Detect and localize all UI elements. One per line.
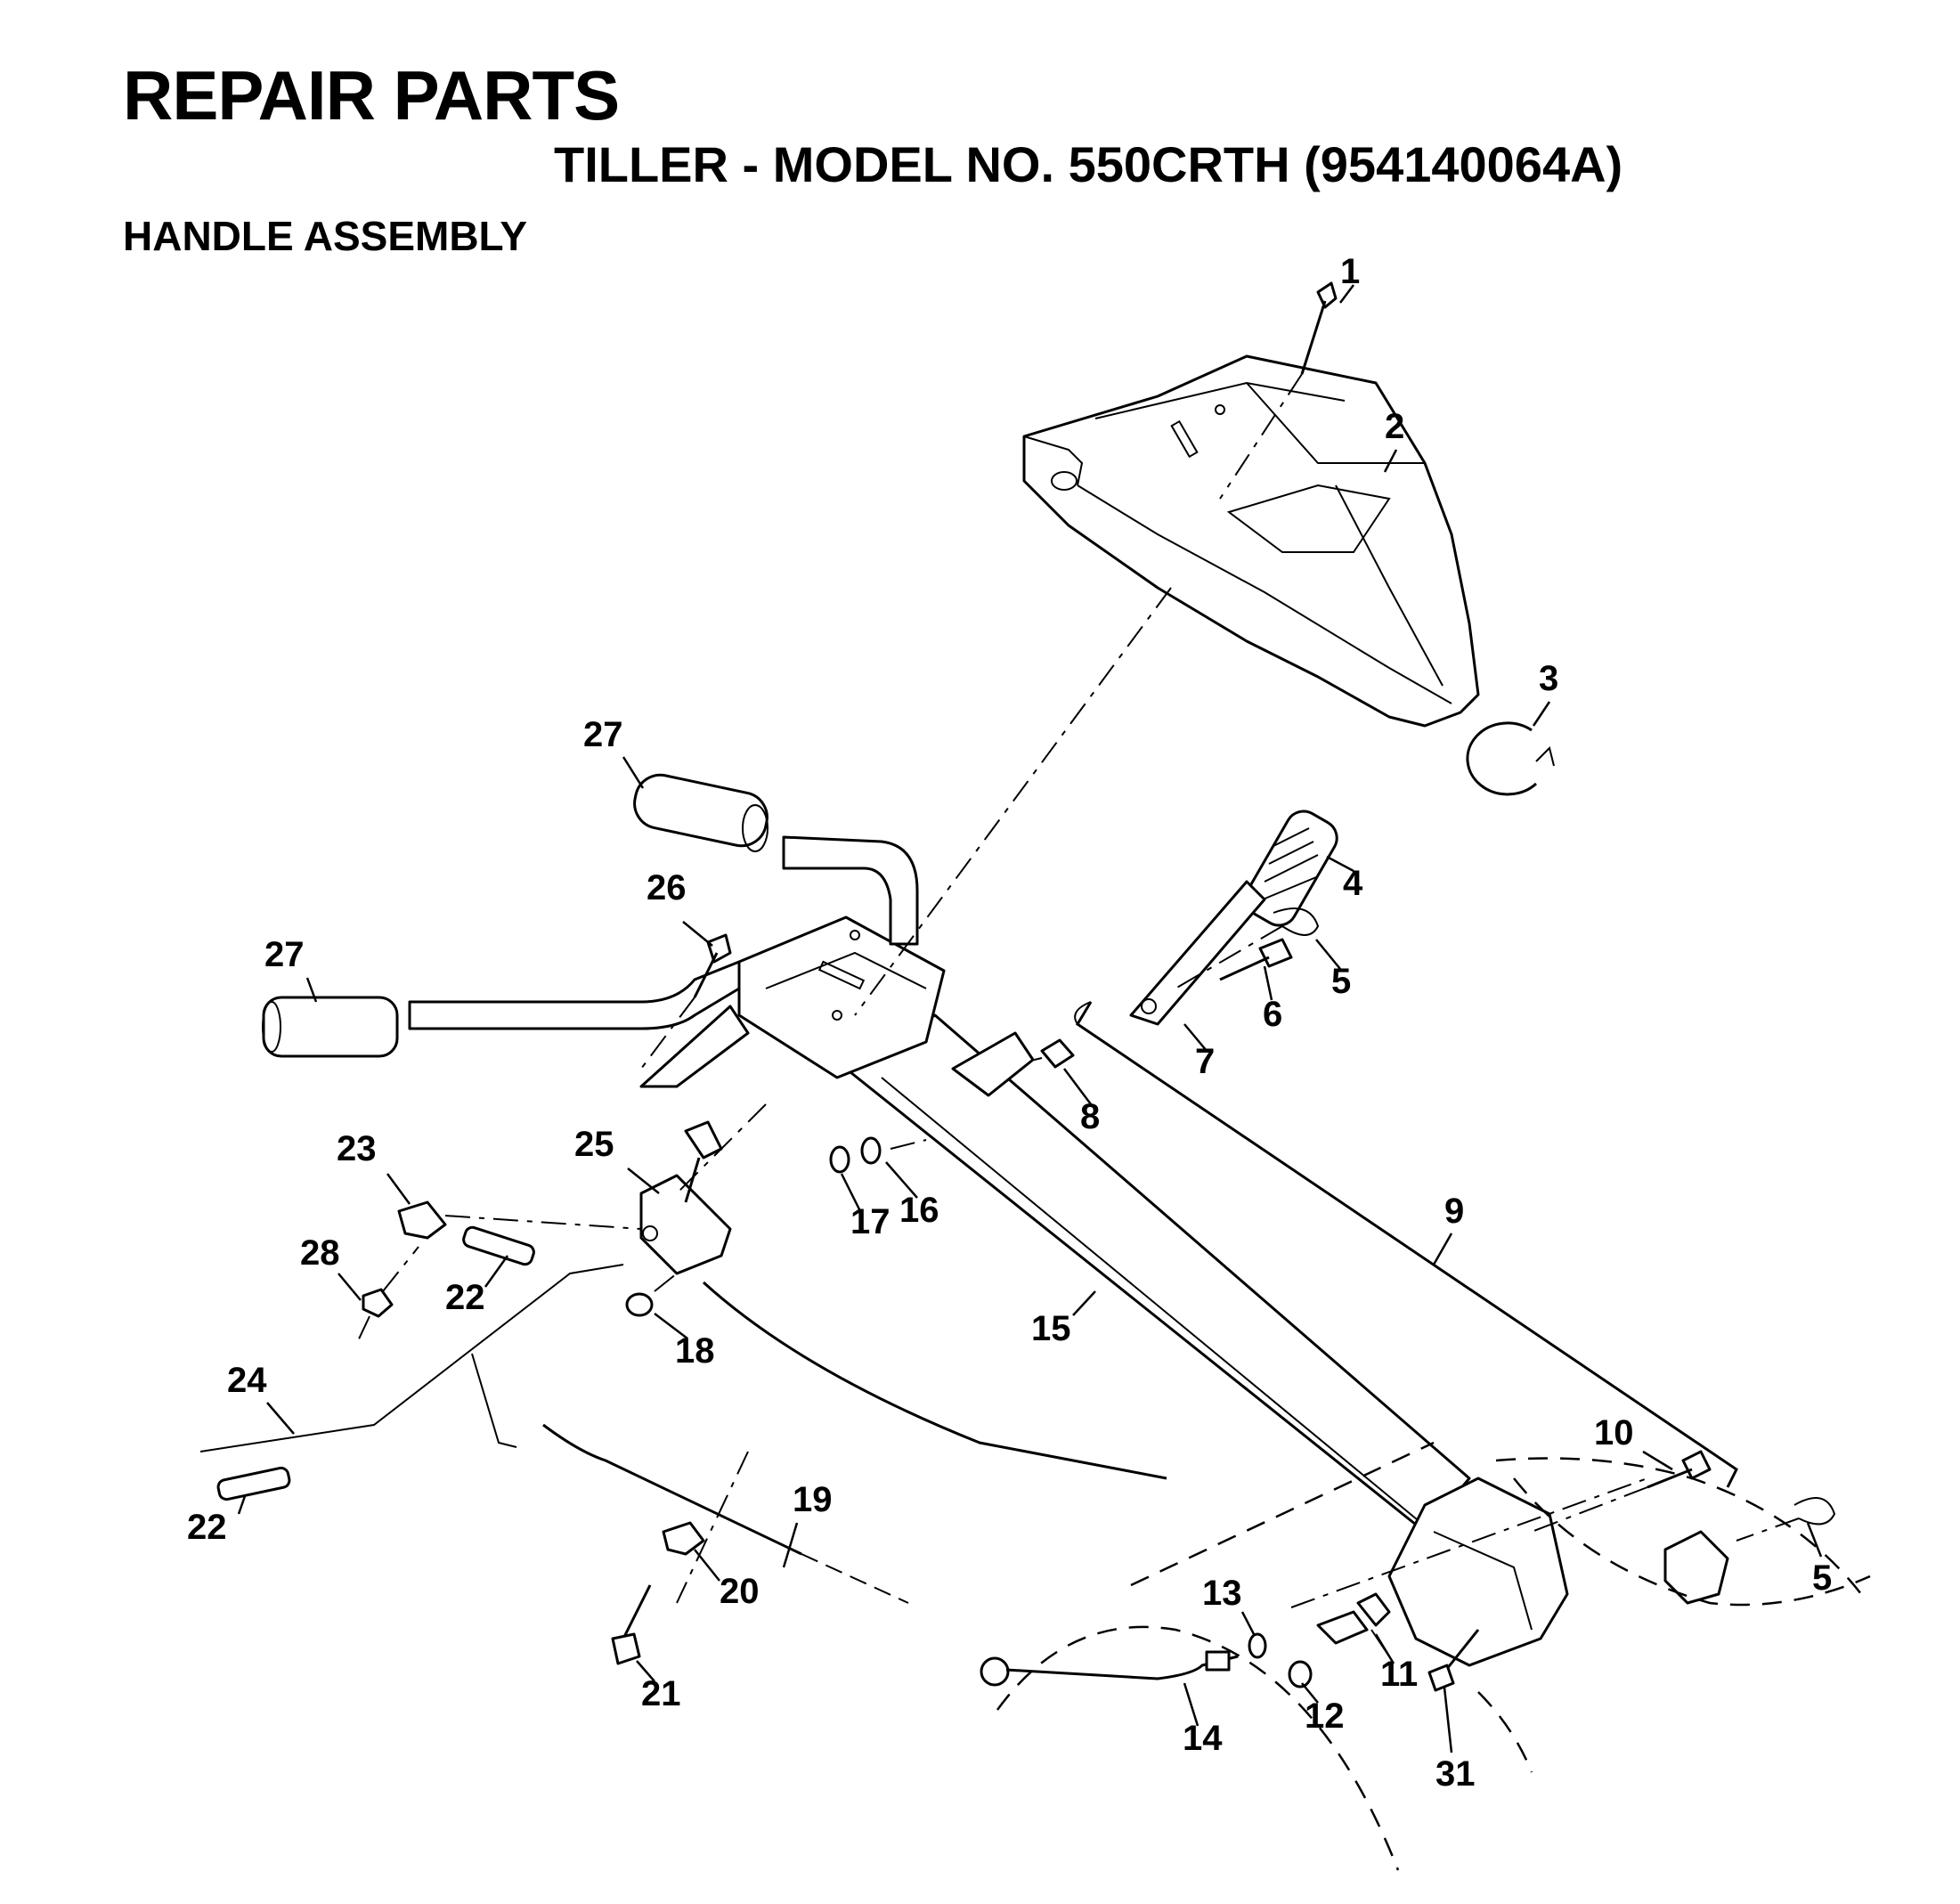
part-10-bolt [1531, 1450, 1712, 1533]
part-15-cable [702, 1281, 1167, 1480]
callout-25: 25 [574, 1125, 614, 1164]
part-12-washer [1288, 1660, 1313, 1688]
callout-7: 7 [1195, 1042, 1215, 1081]
part-26-bolt [640, 933, 732, 1070]
callout-18: 18 [675, 1331, 715, 1371]
callout-28: 28 [300, 1233, 340, 1273]
part-22-pin-lower [216, 1466, 291, 1501]
part-1-screw [1219, 281, 1338, 500]
tube-tab [951, 1031, 1035, 1097]
part-19-cable [542, 1423, 909, 1604]
callout-13: 13 [1202, 1574, 1242, 1613]
callout-15: 15 [1031, 1309, 1071, 1348]
part-11-knob [1316, 1592, 1391, 1657]
part-17-washer [829, 1145, 850, 1174]
callout-21: 21 [641, 1674, 681, 1713]
callout-6: 6 [1263, 995, 1282, 1034]
part-13-washer [1248, 1632, 1267, 1659]
part-23-clip [397, 1200, 642, 1240]
callout-27-upper: 27 [583, 715, 623, 754]
callout-27-lower: 27 [264, 935, 305, 974]
section-heading: HANDLE ASSEMBLY [123, 213, 528, 259]
callout-19: 19 [793, 1480, 833, 1519]
part-22-pin-upper [462, 1225, 535, 1266]
callout-12: 12 [1305, 1697, 1345, 1736]
page-title: REPAIR PARTS [123, 56, 620, 134]
callout-5-upper: 5 [1331, 962, 1351, 1001]
callout-2: 2 [1385, 407, 1404, 446]
callout-labels: 1 2 3 4 5 6 7 8 9 10 11 12 13 14 15 16 1… [187, 252, 1832, 1794]
callout-5-lower: 5 [1812, 1558, 1832, 1598]
part-5-clip-upper [1175, 907, 1320, 989]
callout-leaders [237, 284, 1823, 1753]
callout-14: 14 [1183, 1719, 1223, 1758]
part-21-bolt [611, 1584, 652, 1665]
part-9-shift-rod [1074, 1001, 1738, 1488]
dash-25 [676, 1103, 767, 1194]
part-4-lever-grip [1244, 810, 1338, 927]
handle-bracket [408, 835, 946, 1088]
part-24-rod [199, 1264, 624, 1452]
part-20-clip [662, 1521, 705, 1556]
part-2-console-panel [1022, 354, 1480, 728]
callout-9: 9 [1444, 1192, 1464, 1231]
part-25-control-bracket [639, 1120, 732, 1275]
callout-11: 11 [1380, 1655, 1418, 1694]
model-subtitle: TILLER - MODEL NO. 550CRTH (954140064A) [554, 136, 1623, 192]
callout-22-upper: 22 [445, 1278, 485, 1317]
part-5-clip-lower [1736, 1497, 1836, 1542]
callout-22-lower: 22 [187, 1508, 227, 1547]
part-3-ring [1466, 721, 1555, 796]
tine-hood-outline [996, 1441, 1871, 1871]
callout-8: 8 [1080, 1097, 1100, 1136]
washer-dash [890, 1139, 927, 1150]
callout-17: 17 [850, 1202, 891, 1241]
mount-leader [854, 587, 1172, 1016]
callout-3: 3 [1539, 659, 1558, 698]
callout-10: 10 [1594, 1413, 1634, 1452]
callout-23: 23 [337, 1129, 377, 1168]
callout-4: 4 [1343, 864, 1363, 903]
part-7-lever [1129, 880, 1266, 1026]
callout-24: 24 [227, 1361, 267, 1400]
part-28-nut [355, 1246, 419, 1346]
callout-20: 20 [720, 1572, 760, 1611]
part-31-bolt [1427, 1629, 1480, 1692]
part-14-depth-lever [980, 1650, 1239, 1687]
part-18-washer [625, 1273, 678, 1317]
part-27-grip-upper [633, 773, 769, 852]
part-16-washer [860, 1136, 882, 1165]
callout-31: 31 [1435, 1754, 1476, 1794]
part-27-grip-lower [262, 996, 399, 1058]
callout-26: 26 [647, 868, 687, 907]
callout-16: 16 [899, 1191, 939, 1230]
shift-bracket [1663, 1530, 1729, 1605]
part-6-bolt [1219, 938, 1293, 981]
callout-1: 1 [1340, 252, 1360, 291]
